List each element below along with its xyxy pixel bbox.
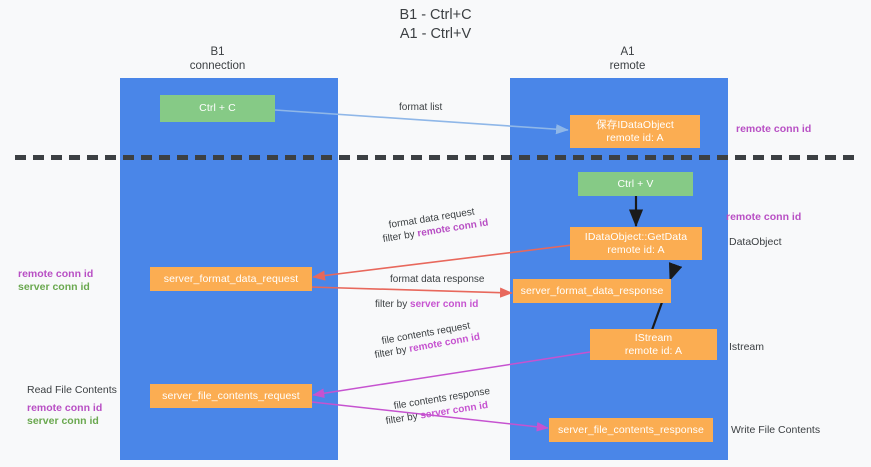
node-istream-line1: IStream: [634, 331, 673, 344]
annotation-right-dataobject: DataObject: [729, 236, 782, 248]
edge-format-data-response: [309, 286, 513, 298]
phase-divider: [15, 155, 858, 160]
node-server-file-contents-request[interactable]: server_file_contents_request: [150, 384, 312, 408]
column-header-b1: B1 connection: [189, 46, 246, 72]
node-ctrl-v-label: Ctrl + V: [617, 177, 654, 190]
annotation-left-remote-conn-id-2: remote conn id: [27, 402, 103, 414]
node-server-format-data-response[interactable]: server_format_data_response: [513, 279, 671, 303]
node-idataobject-getdata-line1: IDataObject::GetData: [584, 230, 688, 243]
node-ctrl-c-label: Ctrl + C: [199, 102, 236, 114]
annotation-left-remote-conn-id-1: remote conn id: [18, 268, 94, 280]
node-server-format-data-response-label: server_format_data_response: [520, 284, 664, 297]
edge-label-format-list: format list: [399, 102, 443, 113]
node-server-format-data-request-label: server_format_data_request: [163, 272, 299, 285]
filter-prefix: filter by: [382, 228, 419, 245]
diagram-title: B1 - Ctrl+C A1 - Ctrl+V: [399, 7, 472, 42]
annotation-right-remote-conn-id-2: remote conn id: [726, 211, 802, 223]
node-server-file-contents-response[interactable]: server_file_contents_response: [549, 418, 713, 442]
node-ctrl-c[interactable]: Ctrl + C: [160, 95, 275, 122]
node-idataobject-getdata-line2: remote id: A: [607, 243, 665, 256]
annotation-left-server-conn-id-2: server conn id: [27, 415, 99, 427]
annotation-right-istream: Istream: [729, 341, 765, 353]
annotation-right-write-file-contents: Write File Contents: [731, 424, 821, 436]
node-idataobject-line2: remote id: A: [606, 131, 664, 144]
annotation-right-remote-conn-id-1: remote conn id: [736, 123, 812, 135]
node-server-file-contents-request-label: server_file_contents_request: [162, 389, 300, 402]
node-idataobject-line1: 保存IDataObject: [596, 118, 674, 131]
column-header-a1: A1 remote: [609, 46, 646, 72]
annotation-left-read-file-contents: Read File Contents: [27, 384, 117, 396]
filter-prefix: filter by: [385, 410, 422, 427]
edge-label-format-data-response-filter: filter by server conn id: [375, 299, 478, 312]
node-istream-line2: remote id: A: [624, 344, 683, 357]
filter-prefix: filter by: [373, 344, 411, 361]
node-idataobject-getdata[interactable]: IDataObject::GetData remote id: A: [570, 227, 702, 260]
node-istream[interactable]: IStream remote id: A: [590, 329, 717, 360]
node-ctrl-v[interactable]: Ctrl + V: [578, 172, 693, 196]
annotation-left-server-conn-id-1: server conn id: [18, 281, 90, 293]
edge-label-format-data-response: format data response: [390, 274, 485, 285]
node-server-format-data-request[interactable]: server_format_data_request: [150, 267, 312, 291]
node-server-file-contents-response-label: server_file_contents_response: [558, 423, 704, 436]
filter-prefix: filter by: [375, 299, 411, 310]
filter-key-server-conn-id: server conn id: [410, 299, 479, 310]
node-idataobject[interactable]: 保存IDataObject remote id: A: [570, 115, 700, 148]
